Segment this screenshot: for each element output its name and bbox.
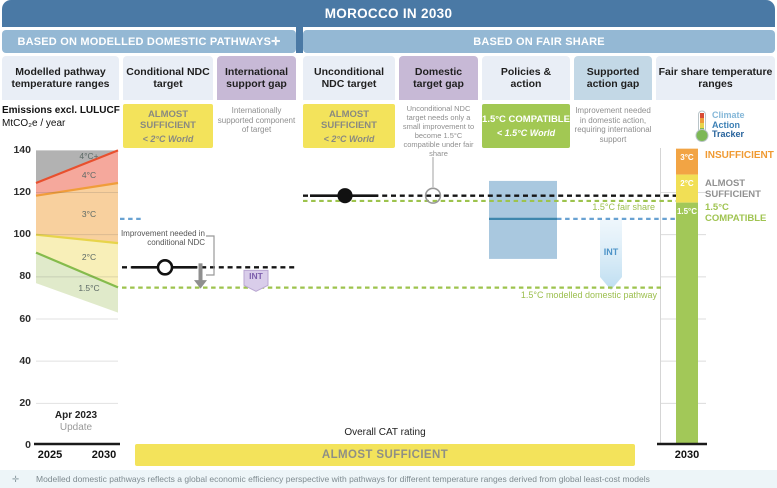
fair-share-bar-label: 2°C xyxy=(680,178,694,188)
int-marker-label-purple: INT xyxy=(249,271,263,281)
y-tick-label: 140 xyxy=(13,143,31,156)
rating-sublabel: < 1.5°C World xyxy=(496,127,556,138)
pathway-band-line xyxy=(35,181,119,197)
fair-share-line-label: 1.5°C fair share xyxy=(592,202,655,212)
overall-rating-value: ALMOST SUFFICIENT xyxy=(321,449,449,461)
y-tick-label: 20 xyxy=(19,396,31,409)
column-header-unconditional-ndc: Unconditional NDC target xyxy=(303,56,395,100)
unconditional-ndc-marker xyxy=(337,188,353,204)
pathway-band-label: 2°C xyxy=(81,252,97,263)
column-header-policies-action: Policies & action xyxy=(482,56,570,100)
y-tick-label: 100 xyxy=(13,228,31,241)
pathway-band-label: 4°C+ xyxy=(79,151,99,162)
intl-support-gap-note: Internationally supported component of t… xyxy=(217,106,296,134)
y-axis-title-line2: MtCO₂e / year xyxy=(2,118,66,129)
conditional-ndc-rating-badge: ALMOST SUFFICIENT < 2°C World xyxy=(123,104,213,148)
conditional-ndc-marker xyxy=(156,259,174,276)
y-tick-label: 120 xyxy=(13,186,31,198)
thermometer-icon xyxy=(695,110,709,142)
y-tick-label: 0 xyxy=(25,439,31,451)
fair-share-bar-label: 1.5°C xyxy=(676,206,698,216)
rating-label: ALMOST SUFFICIENT xyxy=(321,108,377,132)
pathway-band-label: 1.5°C xyxy=(78,283,100,294)
pathway-band-label: 4°C xyxy=(81,169,97,180)
pathway-band-line xyxy=(35,233,119,245)
section-header-domestic: BASED ON MODELLED DOMESTIC PATHWAYS✛ xyxy=(2,30,296,53)
column-header-modelled-pathway: Modelled pathway temperature ranges xyxy=(2,56,119,100)
scale-rating-15-compatible: 1.5°C COMPATIBLE xyxy=(705,202,767,224)
cat-logo-line1: Climate xyxy=(712,110,745,120)
unconditional-ndc-rating-badge: ALMOST SUFFICIENT < 2°C World xyxy=(303,104,395,148)
rating-sublabel: < 2°C World xyxy=(323,133,375,144)
overall-rating-label: Overall CAT rating xyxy=(344,427,426,438)
policies-action-range-box xyxy=(489,180,557,259)
column-header-supported-action-gap: Supported action gap xyxy=(574,56,652,100)
conditional-improvement-annotation: Improvement needed in conditional NDC xyxy=(120,229,205,247)
cat-logo-line3: Tracker xyxy=(712,129,745,139)
footnote-text: Modelled domestic pathways reflects a gl… xyxy=(36,474,650,484)
supported-action-gap-note: Improvement needed in domestic action, r… xyxy=(574,106,652,144)
column-header-conditional-ndc: Conditional NDC target xyxy=(123,56,213,100)
x-label-2030-right: 2030 xyxy=(674,449,700,461)
rating-label: ALMOST SUFFICIENT xyxy=(140,108,196,132)
improvement-arrow-head xyxy=(194,280,207,289)
y-tick-label: 80 xyxy=(19,270,31,283)
overall-rating-bar: ALMOST SUFFICIENT xyxy=(135,444,635,466)
x-label-2030-left: 2030 xyxy=(91,449,117,461)
scale-rating-almost-sufficient: ALMOST SUFFICIENT xyxy=(705,178,761,200)
modelled-domestic-line-label: 1.5°C modelled domestic pathway xyxy=(520,290,657,300)
rating-label: 1.5°C COMPATIBLE xyxy=(482,114,570,126)
pathway-band-label: 3°C xyxy=(81,208,97,219)
update-label-line2: Update xyxy=(59,422,93,433)
rating-sublabel: < 2°C World xyxy=(142,133,194,144)
footnote-symbol: ✛ xyxy=(12,473,20,484)
domestic-gap-marker xyxy=(424,187,442,204)
y-tick-label: 60 xyxy=(19,312,31,325)
policies-action-rating-badge: 1.5°C COMPATIBLE < 1.5°C World xyxy=(482,104,570,148)
domestic-target-gap-note: Unconditional NDC target needs only a sm… xyxy=(402,104,475,158)
section-divider xyxy=(296,27,303,53)
update-label-line1: Apr 2023 xyxy=(54,410,98,421)
improvement-bracket xyxy=(206,235,215,276)
y-tick-label: 40 xyxy=(19,354,31,367)
column-header-fair-share-ranges: Fair share temperature ranges xyxy=(656,56,775,100)
column-header-domestic-target-gap: Domestic target gap xyxy=(399,56,478,100)
int-marker-label-blue: INT xyxy=(603,247,619,257)
page-title-bar: MOROCCO IN 2030 xyxy=(2,0,775,27)
cat-logo: Climate Action Tracker xyxy=(712,110,745,140)
x-label-2025: 2025 xyxy=(37,449,63,461)
y-axis-title-line1: Emissions excl. LULUCF xyxy=(2,105,120,116)
section-header-fair-share: BASED ON FAIR SHARE xyxy=(303,30,775,53)
fair-share-bar-label: 3°C xyxy=(680,152,694,162)
column-header-intl-support-gap: International support gap xyxy=(217,56,296,100)
cat-logo-line2: Action xyxy=(712,119,740,130)
scale-rating-insufficient: INSUFFICIENT xyxy=(705,150,774,161)
page-title: MOROCCO IN 2030 xyxy=(324,6,453,21)
fair-share-bar-segment xyxy=(676,202,698,444)
footnote: ✛ Modelled domestic pathways reflects a … xyxy=(0,470,777,488)
